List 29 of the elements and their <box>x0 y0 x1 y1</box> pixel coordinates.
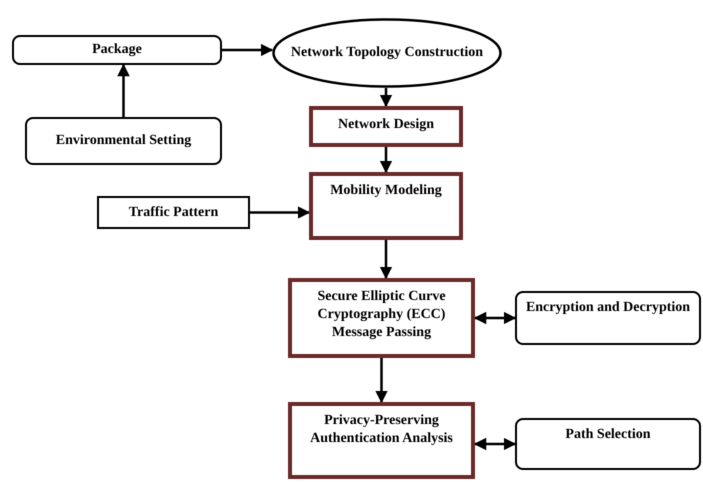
arrow <box>380 240 392 280</box>
arrow <box>380 88 392 108</box>
node-label: Secure Elliptic Curve Cryptography (ECC) Message Passing <box>316 288 447 342</box>
process-box <box>515 418 701 470</box>
process-box <box>288 278 475 358</box>
process-box <box>12 35 222 65</box>
process-box <box>25 117 222 165</box>
node-label: Mobility Modeling <box>330 182 442 200</box>
node-label: Environmental Setting <box>56 132 192 150</box>
process-box <box>288 402 475 479</box>
arrow <box>250 206 310 219</box>
input-box <box>97 196 250 229</box>
node-label: Network Topology Construction <box>290 44 484 62</box>
node-label: Package <box>92 41 142 59</box>
process-box <box>515 291 701 345</box>
node-label: Network Design <box>338 116 434 134</box>
arrow <box>117 64 130 117</box>
node-label: Encryption and Decryption <box>526 299 690 317</box>
node-label: Path Selection <box>565 426 651 444</box>
arrow <box>222 44 274 56</box>
start-ellipse <box>272 18 502 88</box>
arrow <box>375 358 388 404</box>
process-box <box>309 172 463 240</box>
node-label: Privacy-Preserving Authentication Analysis <box>309 412 454 448</box>
process-box <box>309 106 463 147</box>
node-label: Traffic Pattern <box>128 204 218 222</box>
arrow <box>380 147 392 174</box>
arrow <box>474 312 516 324</box>
arrow <box>474 438 516 450</box>
